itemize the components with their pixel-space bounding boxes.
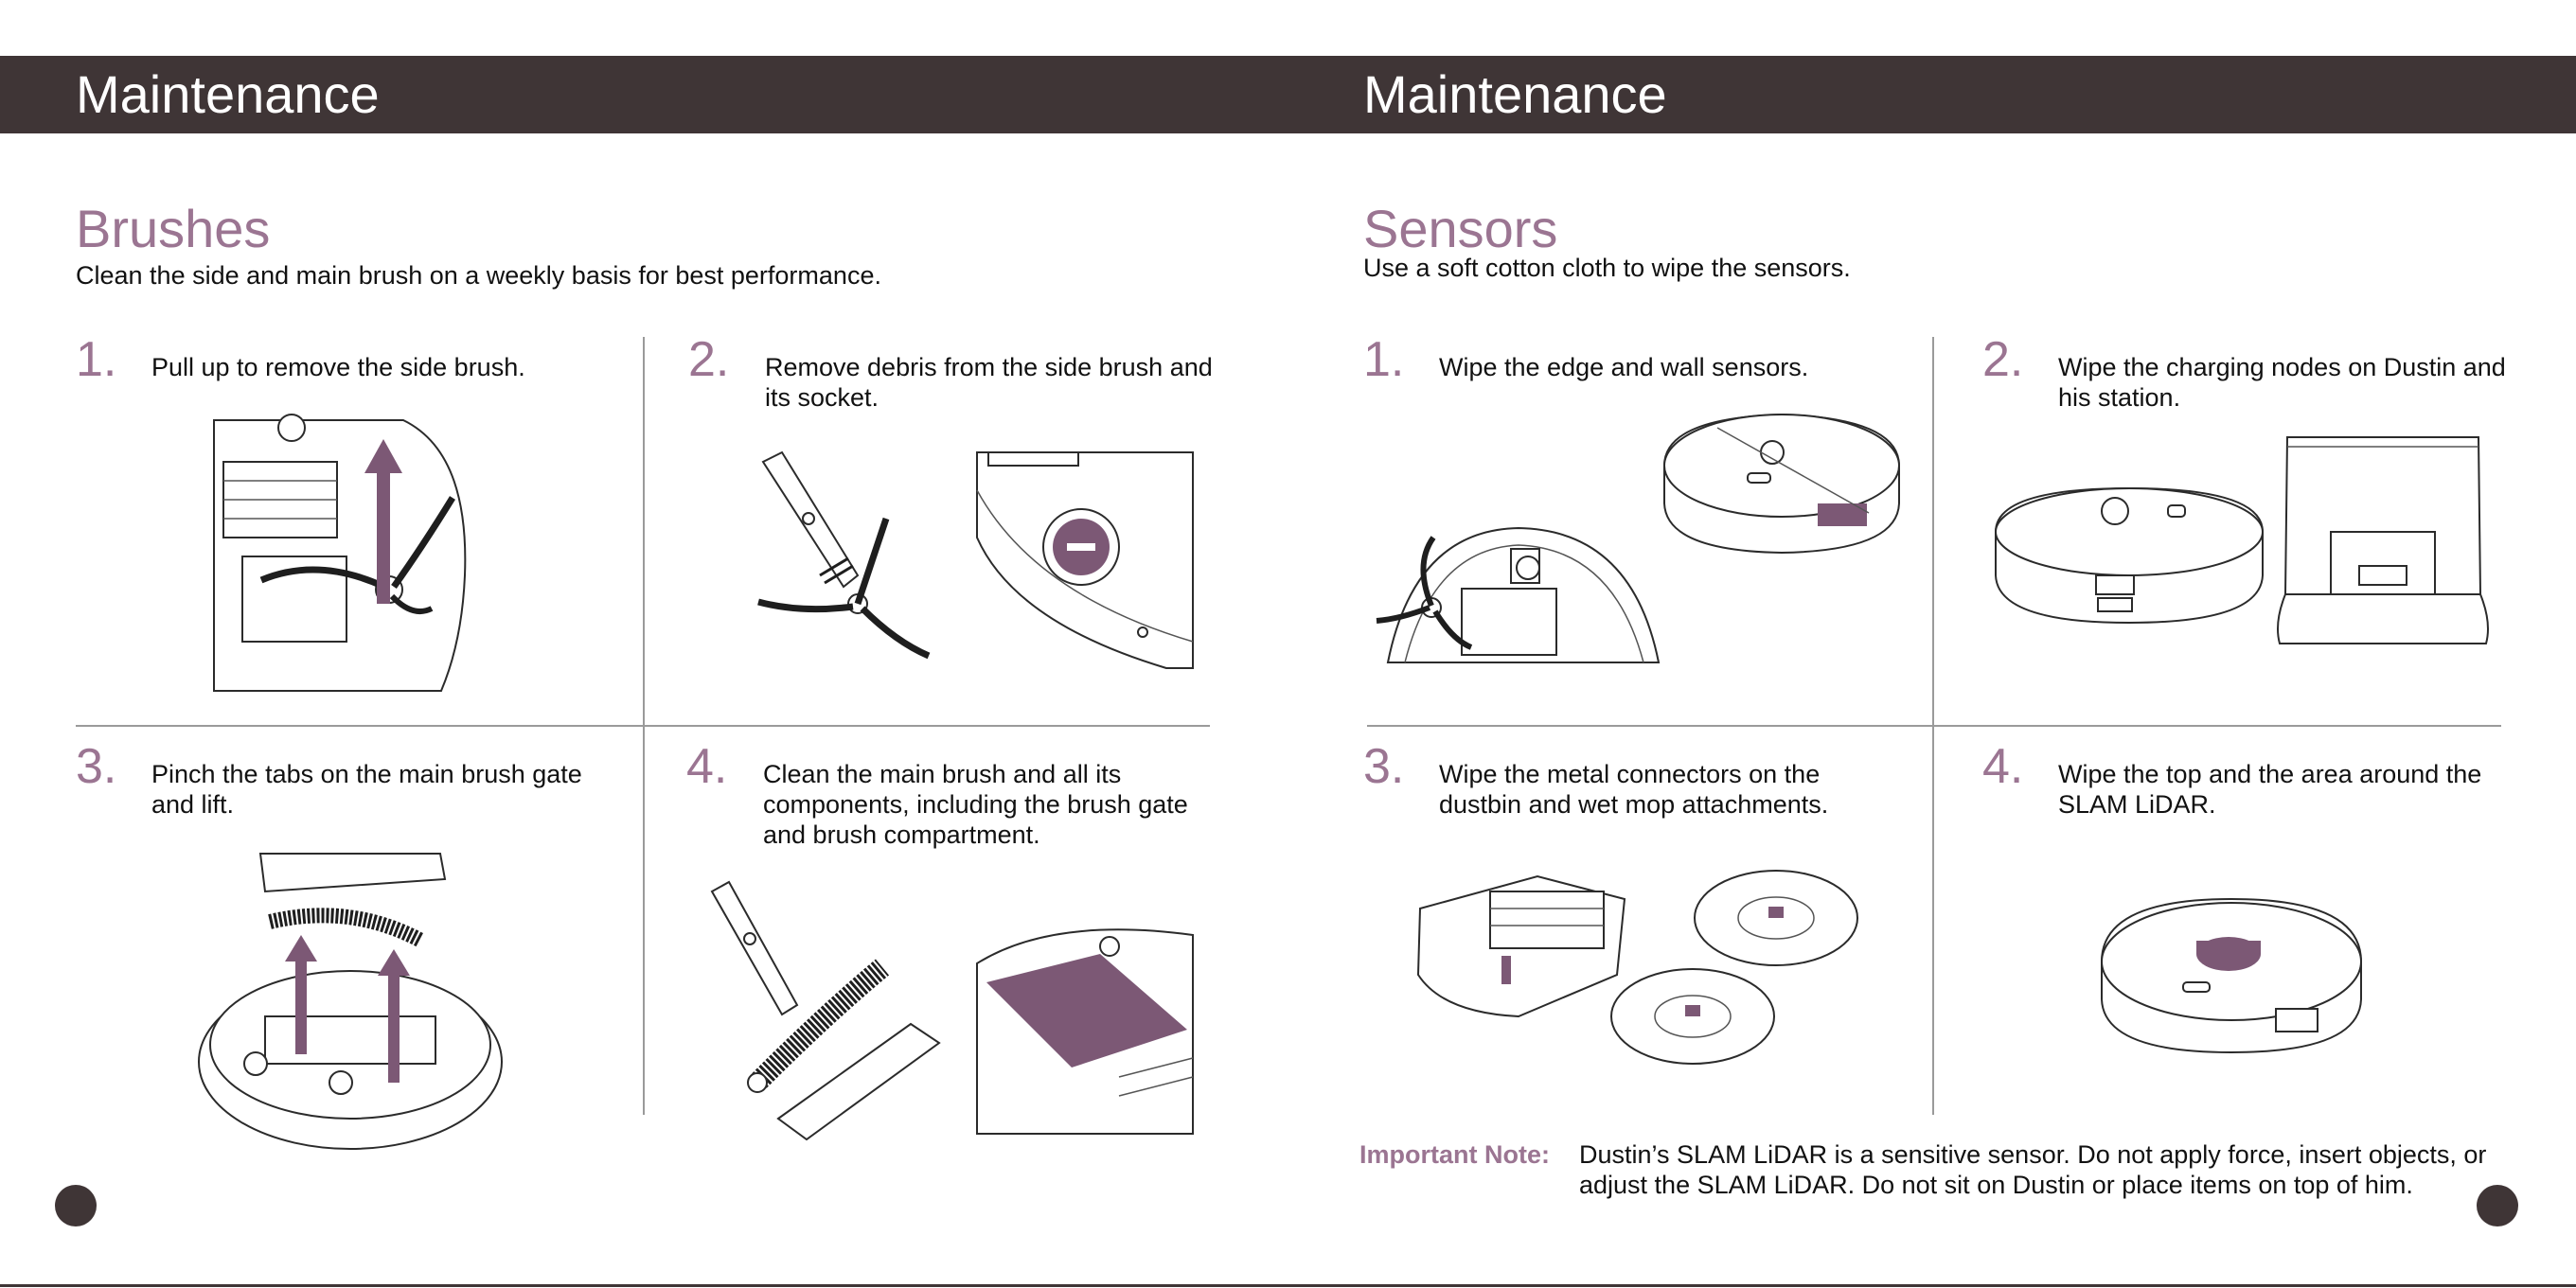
mop-pad-illustration bbox=[1694, 870, 1858, 966]
sensors-step-4-text: Wipe the top and the area around the SLA… bbox=[2058, 760, 2482, 819]
right-header-title: Maintenance bbox=[1363, 64, 1667, 124]
right-page-marker bbox=[2477, 1185, 2518, 1226]
brushes-title: Brushes bbox=[76, 199, 271, 258]
brushes-step-1-text: Pull up to remove the side brush. bbox=[151, 353, 525, 381]
brushes-step-4-number: 4. bbox=[686, 739, 728, 794]
main-brush-illustration bbox=[710, 880, 941, 1141]
sensors-title: Sensors bbox=[1363, 199, 1558, 258]
left-grid-horizontal-divider bbox=[76, 725, 1210, 727]
mop-pad-illustration-2 bbox=[1610, 968, 1775, 1065]
brushes-step-2-text: Remove debris from the side brush and it… bbox=[765, 353, 1213, 412]
bottom-edge-line bbox=[0, 1284, 2576, 1287]
robot-lidar-illustration bbox=[2101, 897, 2362, 1054]
brushes-step-3-number: 3. bbox=[76, 739, 117, 794]
header-bar bbox=[0, 56, 2576, 133]
dustbin-illustration bbox=[1416, 874, 1626, 1018]
brush-socket-illustration bbox=[976, 451, 1194, 669]
robot-top-illustration bbox=[1663, 413, 1900, 555]
robot-underside-illustration bbox=[213, 414, 467, 692]
charging-station-illustration bbox=[2277, 436, 2489, 644]
sensors-step-3-text: Wipe the metal connectors on the dustbin… bbox=[1439, 760, 1829, 819]
brushes-subtitle: Clean the side and main brush on a weekl… bbox=[76, 261, 881, 290]
main-brush-gate-illustration bbox=[198, 853, 503, 1150]
sensors-step-1-number: 1. bbox=[1363, 332, 1405, 387]
important-note-text: Dustin’s SLAM LiDAR is a sensitive senso… bbox=[1579, 1140, 2487, 1199]
sensors-step-3-number: 3. bbox=[1363, 739, 1405, 794]
brushes-step-2-number: 2. bbox=[688, 332, 730, 387]
right-grid-horizontal-divider bbox=[1367, 725, 2501, 727]
brushes-step-3-text: Pinch the tabs on the main brush gate an… bbox=[151, 760, 582, 819]
sensors-step-2-text: Wipe the charging nodes on Dustin and hi… bbox=[2058, 353, 2506, 412]
brush-compartment-illustration bbox=[976, 928, 1194, 1135]
sensors-step-1-text: Wipe the edge and wall sensors. bbox=[1439, 353, 1809, 381]
sensors-step-4-number: 4. bbox=[1982, 739, 2024, 794]
brushes-step-4-text: Clean the main brush and all its compone… bbox=[763, 760, 1188, 849]
brushes-step-1-number: 1. bbox=[76, 332, 117, 387]
important-note-label: Important Note: bbox=[1359, 1140, 1550, 1169]
left-header-title: Maintenance bbox=[76, 64, 380, 124]
left-page-marker bbox=[55, 1185, 97, 1226]
side-brush-illustration bbox=[757, 450, 931, 660]
robot-front-illustration bbox=[1995, 486, 2264, 625]
sensors-step-2-number: 2. bbox=[1982, 332, 2024, 387]
robot-underside-sensors-illustration bbox=[1376, 526, 1661, 663]
sensors-subtitle: Use a soft cotton cloth to wipe the sens… bbox=[1363, 254, 1851, 282]
